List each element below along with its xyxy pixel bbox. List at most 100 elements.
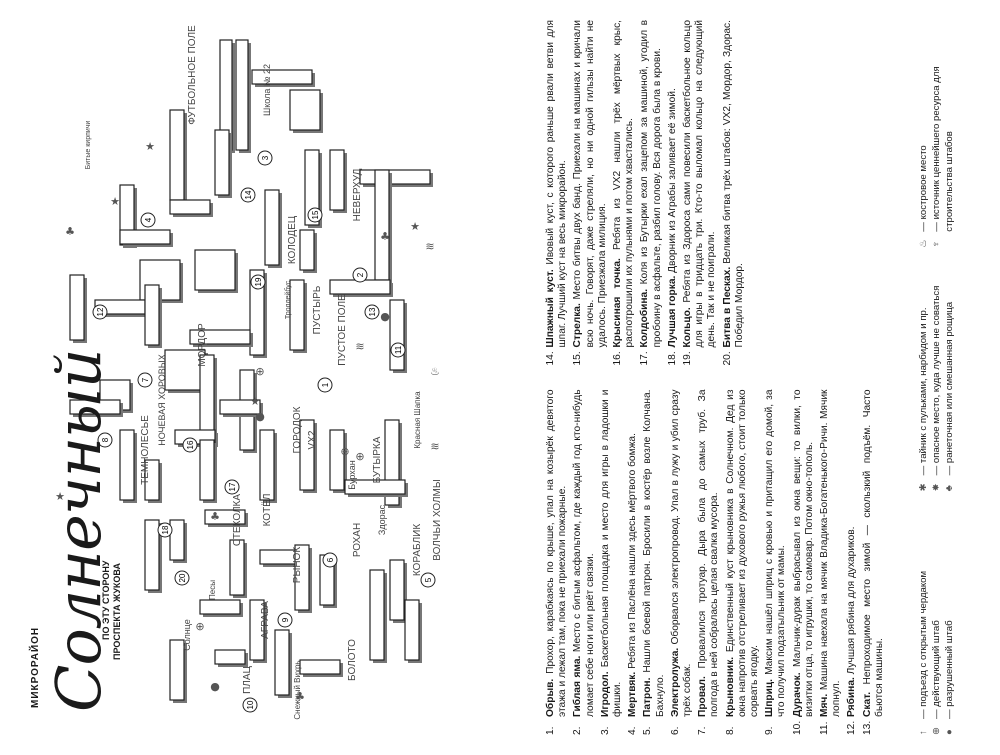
legend-item-text: Шпажный куст. Ивовый куст, с которого ра…: [545, 20, 569, 348]
building-number: 19: [254, 277, 263, 286]
circle-icon: ●: [210, 680, 220, 693]
building-number-circle: [140, 212, 156, 228]
legend-key-label: — подъезд с открытым чердаком: [918, 570, 929, 719]
map-area-label-vx2: VX2: [307, 430, 318, 449]
legend-item: 15.Стрелка. Место битвы двух банд. Приех…: [572, 20, 609, 366]
legend-item-description: Лучшая рябина для духариков.: [846, 526, 858, 678]
legend-item-description: Максим нашёл шприц с кровью и притащил е…: [764, 389, 788, 718]
legend-key: ●— разрушенный штаб: [943, 507, 956, 735]
legend-item: 3.Игродол. Баскетбольная площадка и мест…: [600, 390, 624, 736]
legend-item: 6.Электролужа. Оборвался электропровод. …: [670, 390, 694, 736]
legend-item-title: Шприц.: [764, 679, 776, 717]
legend-key-label: — костровое место: [918, 145, 929, 232]
building-number-circle: [390, 342, 406, 358]
building: [404, 599, 420, 661]
map-area-label-solnce: Солнце: [182, 619, 192, 651]
building-number: 4: [144, 217, 153, 222]
map-area-label-temnolesye: ТЕМНОЛЕСЬЕ: [140, 415, 151, 485]
legend-item: 8.Крыновник. Единственный куст крыновник…: [725, 390, 762, 736]
legend-item-number: 6.: [669, 726, 681, 736]
legend-item-description: Машина наехала на мячик Владика-Богатень…: [819, 389, 843, 718]
building: [304, 149, 320, 226]
legend-item-text: Стрелка. Место битвы двух банд. Приехали…: [572, 20, 609, 348]
legend-item-text: Игродол. Баскетбольная площадка и место …: [600, 390, 624, 718]
star-icon: ★: [110, 195, 120, 208]
building: [199, 439, 215, 501]
building: [169, 199, 211, 215]
legend-item-text: Провал. Провалился тротуар. Дыра была до…: [697, 390, 721, 718]
legend-item-text: Колдобина. Коля из Бутырки ехал зацепом …: [639, 20, 663, 348]
map-area-label-shkola: Школа № 22: [262, 64, 272, 116]
building-number: 18: [161, 525, 170, 534]
legend-item-number: 17.: [639, 351, 651, 366]
map-area-label-sneg: Снежный Вихрь: [293, 660, 302, 719]
legend-item-text: Рябина. Лучшая рябина для духариков.: [846, 390, 858, 717]
building-number: 8: [101, 437, 110, 442]
legend-item-text: Мертвяк. Ребята из Паслёна нашли здесь м…: [627, 390, 639, 717]
legend-panel: 1.Обрыв. Прохор, карабкаясь по крыше, уп…: [545, 0, 1000, 750]
legend-item-number: 19.: [682, 351, 694, 366]
building-number-circle: [420, 572, 436, 588]
legend-item-title: Патрон.: [642, 677, 654, 717]
plant-icon: ♆: [931, 240, 942, 248]
legend-item-title: Крысиная точка.: [612, 258, 624, 348]
flag-icon: ⊕: [340, 445, 349, 458]
map-area-label-zdoras: Здорас: [377, 504, 387, 535]
tree-icon: ♣: [65, 225, 75, 238]
legend-item: 9. Шприц. Максим нашёл шприц с кровью и п…: [764, 390, 788, 736]
map-area-label-mordor: МОРДОР: [197, 323, 208, 367]
legend-item-title: Колдобина.: [639, 288, 651, 348]
legend-item-title: Дурачок.: [791, 672, 803, 717]
legend-item: 4.Мертвяк. Ребята из Паслёна нашли здесь…: [627, 390, 639, 735]
map-area-label-agrava: АГРАВА: [260, 601, 271, 639]
legend-item-title: Провал.: [697, 676, 709, 717]
header-title: Солнечный: [42, 349, 115, 712]
map-area-label-futbolnoe-pole: ФУТБОЛЬНОЕ ПОЛЕ: [187, 25, 198, 125]
legend-item: 17. Колдобина. Коля из Бутырки ехал зацеп…: [639, 20, 663, 366]
building-number: 10: [246, 700, 255, 709]
tree-icon: ♣: [944, 485, 955, 492]
legend-item-title: Игродол.: [599, 671, 611, 717]
map-area-label-gorodok: ГОРОДОК: [292, 406, 303, 453]
building-number-circle: [322, 552, 338, 568]
legend-item-text: Лучшая горка. Дворник из Аграбы заливает…: [667, 20, 679, 347]
map-area-label-kolodets: КОЛОДЕЦ: [287, 215, 298, 264]
building: [69, 274, 85, 341]
legend-item-description: Непроходимое место зимой — скользкий под…: [861, 389, 885, 718]
legend-item-text: Крыновник. Единственный куст крыновника …: [725, 390, 762, 718]
legend-item: 7.Провал. Провалился тротуар. Дыра была …: [697, 390, 721, 736]
legend-item-title: Шпажный куст.: [545, 269, 556, 348]
flag-icon: ⊕: [355, 450, 364, 463]
building: [144, 459, 160, 501]
map-area-label-buryan: Бурхан: [347, 460, 357, 489]
map-area-label-pustyr: ПУСТЫРЬ: [312, 285, 323, 334]
building: [69, 399, 121, 415]
arrow-up-icon: ↑: [918, 730, 929, 735]
building-number-circle: [307, 207, 323, 223]
building: [289, 89, 321, 131]
legend-key: ⊕— действующий штаб: [930, 507, 943, 735]
map-area-label-stekolka: СТЕКОЛКА: [232, 494, 243, 546]
building: [344, 479, 406, 495]
building: [144, 519, 160, 591]
wave-icon: ≋: [425, 240, 434, 253]
legend-item-number: 18.: [666, 351, 678, 366]
building: [204, 509, 246, 525]
building: [294, 544, 310, 611]
building-number-circle: [242, 697, 258, 713]
legend-item-title: Битва в Песках.: [721, 266, 733, 348]
legend-item-number: 9.: [764, 726, 776, 736]
map-area-label-rokhan: РОХАН: [352, 523, 363, 557]
building: [299, 659, 341, 675]
building: [119, 229, 171, 245]
building-number-circle: [224, 479, 240, 495]
legend-item: 14.Шпажный куст. Ивовый куст, с которого…: [545, 20, 569, 366]
legend-item-title: Гиблая яма.: [572, 655, 584, 717]
legend-key: ♨ — костровое место: [917, 20, 930, 248]
star-icon: ★: [55, 490, 65, 503]
legend-item-description: Место битвы двух банд. Приехали на машин…: [572, 20, 608, 348]
fire-icon: ♨: [918, 239, 929, 248]
circle-icon: ●: [380, 310, 390, 323]
building-number-circle: [97, 432, 113, 448]
